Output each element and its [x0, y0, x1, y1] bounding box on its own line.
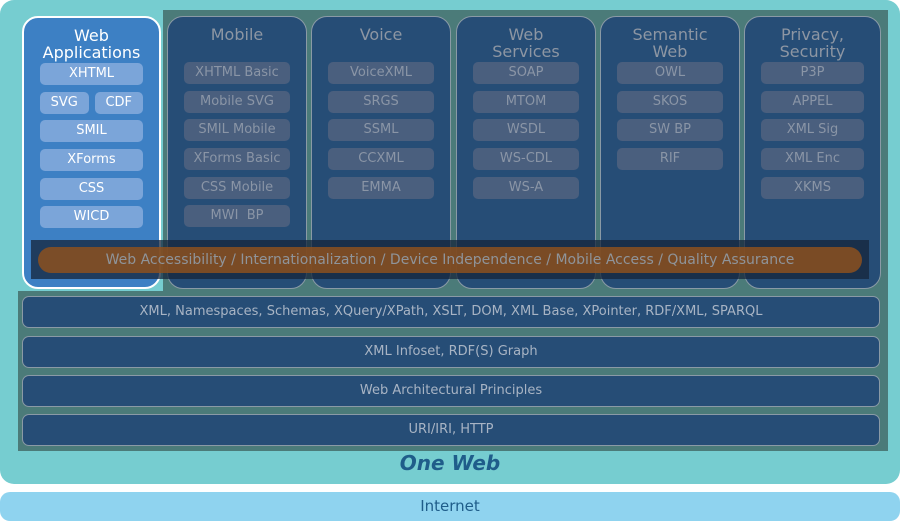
item: SW BP: [617, 119, 723, 142]
column-title: Web Applications: [42, 26, 141, 62]
item-smil: SMIL: [40, 120, 143, 143]
item: XML Sig: [761, 119, 864, 142]
layer-xml-technologies: XML, Namespaces, Schemas, XQuery/XPath, …: [22, 296, 880, 328]
item-xforms: XForms: [40, 149, 143, 172]
item: XML Enc: [761, 148, 864, 171]
layer-infoset-graph: XML Infoset, RDF(S) Graph: [22, 336, 880, 368]
item: CSS Mobile: [184, 176, 290, 199]
item: P3P: [761, 62, 864, 84]
item: XKMS: [761, 176, 864, 199]
column-title: Voice: [359, 25, 403, 44]
item-wicd: WICD: [40, 206, 143, 229]
cross-cutting-concerns: Web Accessibility / Internationalization…: [38, 247, 862, 273]
item-svg: SVG: [40, 91, 89, 114]
item-css: CSS: [40, 177, 143, 200]
item: MTOM: [473, 90, 579, 113]
item: SSML: [328, 119, 434, 142]
item: VoiceXML: [328, 62, 434, 84]
column-title: Semantic Web: [632, 25, 708, 61]
item: WS-A: [473, 176, 579, 199]
item: SKOS: [617, 90, 723, 113]
item: WSDL: [473, 119, 579, 142]
item: RIF: [617, 148, 723, 171]
item: EMMA: [328, 176, 434, 199]
layer-architectural-principles: Web Architectural Principles: [22, 375, 880, 407]
item: SOAP: [473, 62, 579, 84]
column-semantic-web: Semantic Web OWL SKOS SW BP RIF: [600, 16, 740, 289]
column-title: Mobile: [210, 25, 264, 44]
item: SMIL Mobile: [184, 119, 290, 142]
layer-uri-http: URI/IRI, HTTP: [22, 414, 880, 446]
item: Mobile SVG: [184, 90, 290, 113]
item: XForms Basic: [184, 148, 290, 171]
item: WS-CDL: [473, 148, 579, 171]
item-cdf: CDF: [94, 91, 143, 114]
item: APPEL: [761, 90, 864, 113]
item: SRGS: [328, 90, 434, 113]
column-title: Privacy, Security: [779, 25, 846, 61]
one-web-label: One Web: [399, 451, 501, 475]
item: XHTML Basic: [184, 62, 290, 84]
internet-bar: Internet: [0, 492, 900, 521]
item: CCXML: [328, 148, 434, 171]
item: MWI BP: [184, 205, 290, 228]
item: OWL: [617, 62, 723, 84]
column-title: Web Services: [492, 25, 560, 61]
column-voice: Voice VoiceXML SRGS SSML CCXML EMMA: [311, 16, 451, 289]
item-xhtml: XHTML: [40, 63, 143, 85]
